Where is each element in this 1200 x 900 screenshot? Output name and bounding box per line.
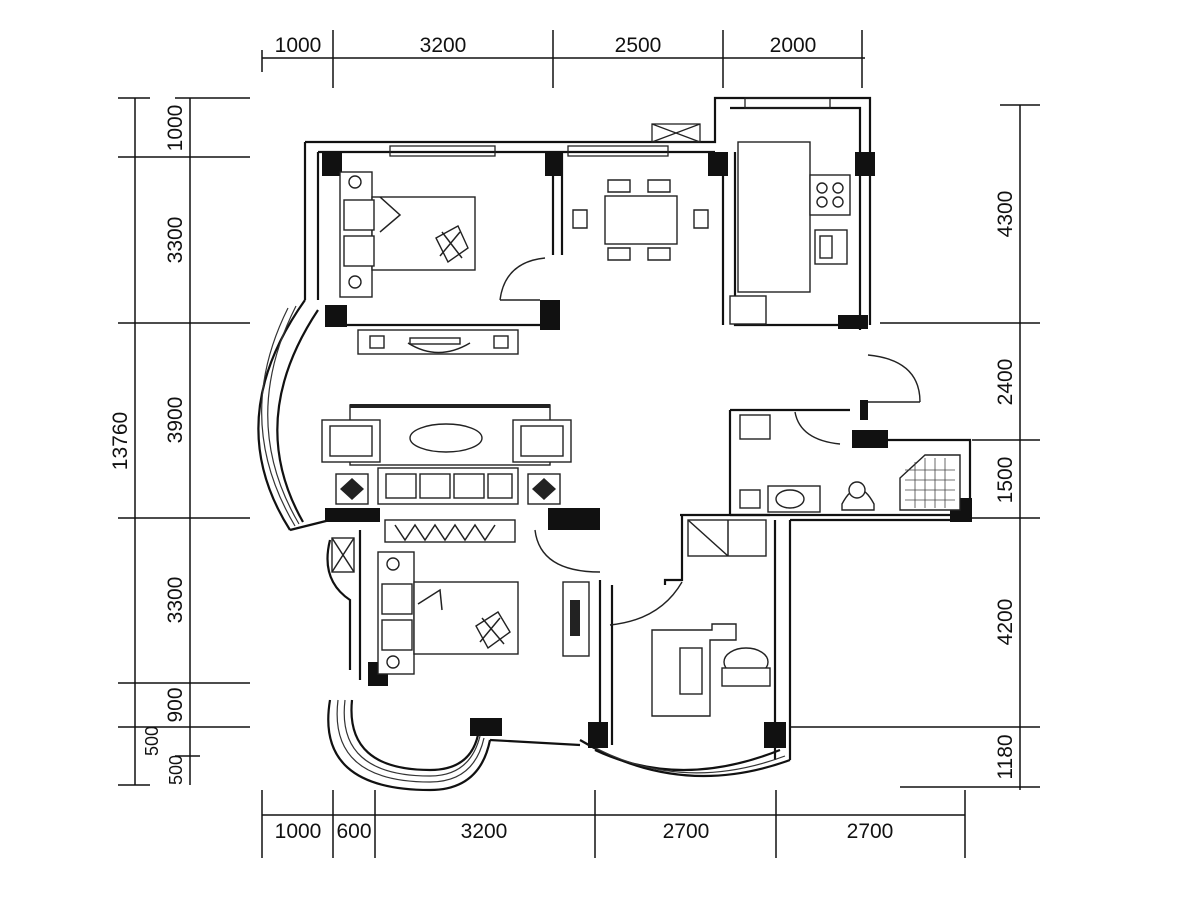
dim-right-4: 4200 [994,599,1017,646]
doors [499,257,921,626]
dim-right-2: 2400 [994,359,1017,406]
bedroom-lower [331,519,590,675]
dim-bottom-1: 1000 [275,820,322,843]
dim-left-4: 3300 [164,577,187,624]
dim-right-5: 1180 [994,734,1017,779]
left-bay-window [261,305,786,783]
dim-left-5: 900 [164,687,187,722]
dim-top-1: 1000 [275,34,322,57]
kitchen [729,141,851,325]
study [651,519,771,717]
dim-left-3: 3900 [164,397,187,444]
bedroom-top [339,171,519,355]
dim-right-3: 1500 [994,457,1017,504]
dim-left-1: 1000 [164,105,187,152]
living-room [321,404,572,505]
dim-bottom-3: 3200 [461,820,508,843]
walls [257,96,972,792]
dim-left-7: 500 [166,755,186,785]
dim-left-2: 3300 [164,217,187,264]
dim-left-6: 500 [142,726,162,756]
dim-bottom-4: 2700 [663,820,710,843]
dim-bottom-5: 2700 [847,820,894,843]
windows-top [389,97,831,157]
dim-top-2: 3200 [420,34,467,57]
columns [322,152,972,748]
dim-top-4: 2000 [770,34,817,57]
dim-right-1: 4300 [994,191,1017,238]
dim-left-total: 13760 [109,412,132,470]
dim-top-3: 2500 [615,34,662,57]
dimension-lines [118,30,1040,858]
dining-area [572,179,709,261]
dim-bottom-2: 600 [336,820,371,843]
bathroom [739,414,961,513]
